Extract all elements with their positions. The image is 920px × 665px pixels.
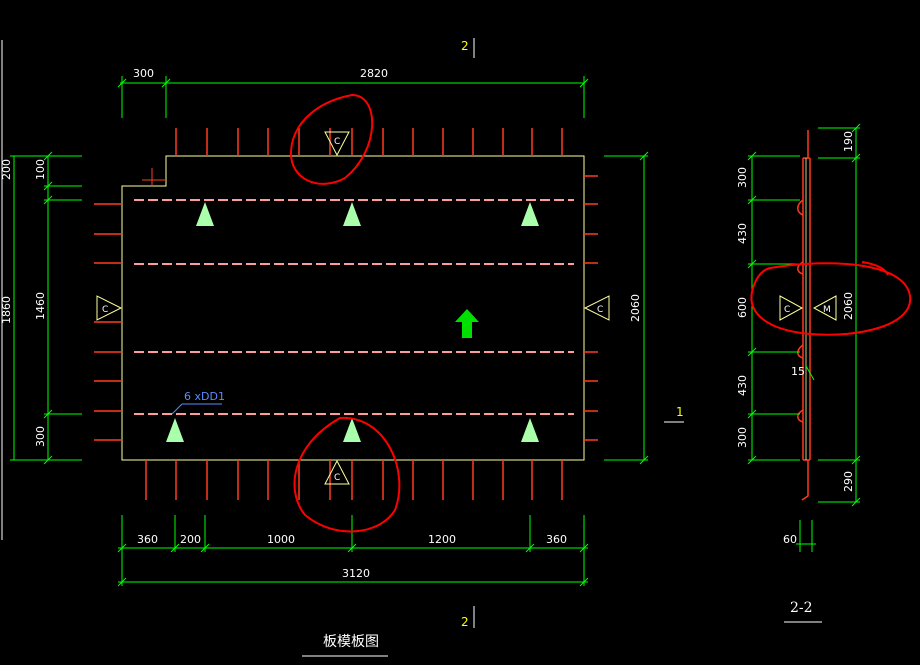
section-dim-300-top: 300 <box>736 167 749 188</box>
section-dim-300-bottom: 300 <box>736 427 749 448</box>
section-dim-15: 15 <box>791 365 805 378</box>
annotation-circle-bottom <box>293 416 401 533</box>
left-dimension-chain <box>10 151 82 465</box>
section-left-dims <box>747 151 800 465</box>
right-rebar-ticks <box>584 175 598 441</box>
annotation-circle-top <box>289 93 374 185</box>
rebar-label: 6 xDD1 <box>184 390 225 403</box>
section-dim-2060: 2060 <box>842 292 855 320</box>
marker-left-c: C <box>96 295 123 321</box>
bottom-dim-360-left: 360 <box>137 533 158 546</box>
support-triangle <box>521 202 539 226</box>
bottom-rebar-ticks <box>145 460 563 500</box>
section-slab <box>797 130 811 501</box>
section-dim-600: 600 <box>736 297 749 318</box>
rebar-label-leader: 6 xDD1 <box>171 390 225 415</box>
plan-title: 板模板图 <box>323 634 379 650</box>
section-marker-m: M <box>812 295 837 321</box>
svg-text:C: C <box>334 137 340 147</box>
top-rebar-ticks <box>175 128 563 156</box>
support-triangle <box>196 202 214 226</box>
section-dim-15-leader <box>805 365 815 381</box>
left-dim-200: 200 <box>0 159 13 180</box>
right-dimension <box>604 151 649 465</box>
left-rebar-ticks <box>94 203 122 441</box>
bottom-dim-200: 200 <box>180 533 201 546</box>
section-right-dims <box>818 123 861 507</box>
marker-right-c: C <box>583 295 610 321</box>
support-triangle <box>166 418 184 442</box>
section-dim-60: 60 <box>783 533 797 546</box>
right-section-number: 1 <box>676 405 684 419</box>
bottom-dim-1200: 1200 <box>428 533 456 546</box>
corner-rebar <box>142 168 166 186</box>
marker-bottom-c: C <box>324 459 350 485</box>
direction-arrow-icon <box>455 309 479 338</box>
svg-text:M: M <box>823 305 831 315</box>
section-dim-430-top: 430 <box>736 223 749 244</box>
top-dim-300: 300 <box>133 67 154 80</box>
support-triangle <box>343 418 361 442</box>
top-section-marker: 2 <box>461 38 475 58</box>
right-section-marker: 1 <box>664 405 684 423</box>
support-triangle <box>521 418 539 442</box>
section-marker-c: C <box>779 295 804 321</box>
right-dim-2060: 2060 <box>629 294 642 322</box>
section-dim-290: 290 <box>842 471 855 492</box>
bottom-dim-360-right: 360 <box>546 533 567 546</box>
section-dim-190: 190 <box>842 131 855 152</box>
bottom-dim-3120: 3120 <box>342 567 370 580</box>
svg-text:C: C <box>597 305 603 315</box>
left-dim-1860: 1860 <box>0 296 13 324</box>
support-triangle <box>343 202 361 226</box>
top-dimension-chain <box>117 76 589 118</box>
section-dim-430-bottom: 430 <box>736 375 749 396</box>
annotation-circle-section <box>750 261 912 336</box>
rebar-strips <box>134 199 574 415</box>
left-dim-300: 300 <box>34 426 47 447</box>
top-dim-2820: 2820 <box>360 67 388 80</box>
left-dim-1460: 1460 <box>34 292 47 320</box>
bottom-section-marker: 2 <box>461 606 475 629</box>
section-title: 2-2 <box>790 600 813 616</box>
bottom-dim-1000: 1000 <box>267 533 295 546</box>
svg-text:C: C <box>102 305 108 315</box>
top-section-number: 2 <box>461 39 469 53</box>
svg-text:C: C <box>784 305 790 315</box>
bottom-section-number: 2 <box>461 615 469 629</box>
left-dim-100: 100 <box>34 159 47 180</box>
marker-top-c: C <box>324 131 350 157</box>
svg-text:C: C <box>334 473 340 483</box>
support-triangles <box>166 202 539 442</box>
slab-outline <box>121 155 585 461</box>
section-bottom-dim <box>796 520 816 552</box>
bottom-dimension-chain <box>117 515 589 587</box>
